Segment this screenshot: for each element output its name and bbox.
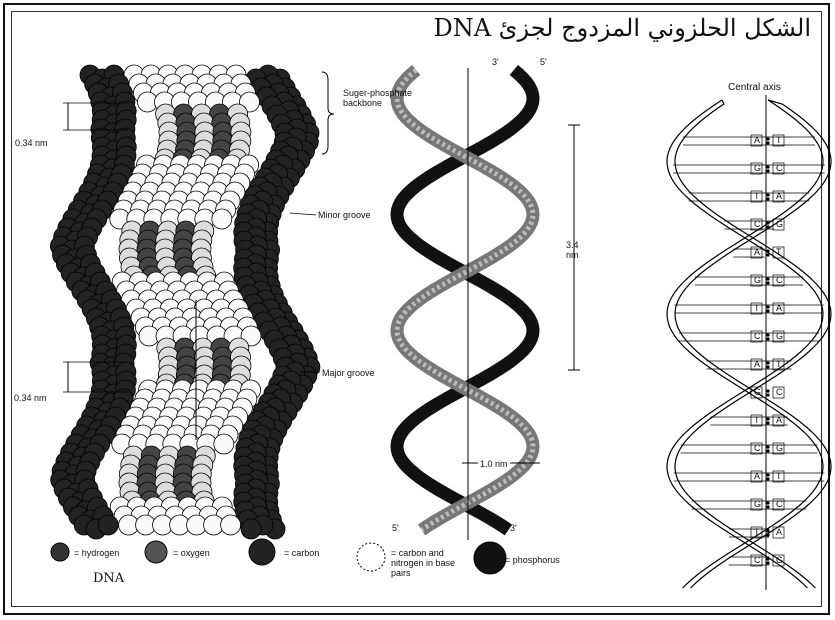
central-axis-label: Central axis bbox=[728, 83, 781, 93]
spacefill-atom bbox=[212, 209, 232, 229]
hydrogen-bond-dot bbox=[766, 393, 769, 396]
hydrogen-bond-dot bbox=[766, 449, 769, 452]
hydrogen-bond-dot bbox=[766, 221, 769, 224]
base-letter-left: C bbox=[754, 219, 761, 229]
base-letter-right: A bbox=[776, 415, 782, 425]
hydrogen-bond-dot bbox=[766, 225, 769, 228]
hydrogen-bond-dot bbox=[766, 505, 769, 508]
base-letter-left: A bbox=[754, 359, 760, 369]
legend-phosphorus-icon bbox=[474, 542, 506, 574]
base-letter-left: T bbox=[754, 191, 760, 201]
hydrogen-bond-dot bbox=[766, 193, 769, 196]
base-letter-right: G bbox=[776, 443, 783, 453]
hydrogen-bond-dot bbox=[766, 169, 769, 172]
legend-oxygen-icon bbox=[145, 541, 167, 563]
ribbon-bottom-left-end: 5' bbox=[392, 523, 399, 533]
hydrogen-bond-dot bbox=[766, 445, 769, 448]
nm-bottom-label: 0.34 nm bbox=[14, 393, 47, 403]
base-letter-right: C bbox=[776, 275, 783, 285]
hydrogen-bond-dot bbox=[766, 477, 769, 480]
nm-top-label: 0.34 nm bbox=[15, 138, 48, 148]
base-letter-right: T bbox=[776, 135, 782, 145]
base-letter-right: T bbox=[776, 471, 782, 481]
base-letter-left: G bbox=[754, 163, 761, 173]
hydrogen-bond-dot bbox=[766, 249, 769, 252]
base-letter-right: C bbox=[776, 499, 783, 509]
hydrogen-bond-dot bbox=[766, 501, 769, 504]
hydrogen-bond-dot bbox=[766, 557, 769, 560]
minor-groove-label: Minor groove bbox=[318, 210, 371, 220]
base-letter-left: T bbox=[754, 527, 760, 537]
backbone-label: Suger-phosphate backbone bbox=[343, 88, 413, 108]
legend-cn-icon bbox=[357, 543, 385, 571]
spacefill-atom bbox=[98, 515, 118, 535]
base-letter-left: T bbox=[754, 303, 760, 313]
hydrogen-bond-dot bbox=[766, 561, 769, 564]
hydrogen-bond-dot bbox=[766, 333, 769, 336]
hydrogen-bond-dot bbox=[766, 337, 769, 340]
base-letter-right: C bbox=[776, 163, 783, 173]
hydrogen-bond-dot bbox=[766, 277, 769, 280]
base-letter-right: A bbox=[776, 191, 782, 201]
ribbon-top-left-end: 3' bbox=[492, 57, 499, 67]
base-letter-left: T bbox=[754, 415, 760, 425]
hydrogen-bond-dot bbox=[766, 141, 769, 144]
hydrogen-bond-dot bbox=[766, 533, 769, 536]
backbone-brace bbox=[322, 72, 334, 154]
base-letter-right: G bbox=[776, 219, 783, 229]
hydrogen-bond-dot bbox=[766, 529, 769, 532]
base-letter-right: G bbox=[776, 331, 783, 341]
hydrogen-bond-dot bbox=[766, 389, 769, 392]
spacefill-atom bbox=[241, 519, 261, 539]
legend-hydrogen-text: = hydrogen bbox=[74, 548, 119, 558]
legend-oxygen-text: = oxygen bbox=[173, 548, 210, 558]
base-letter-left: C bbox=[754, 443, 761, 453]
legend-phosphorus-text: = phosphorus bbox=[505, 555, 560, 565]
base-letter-right: A bbox=[776, 527, 782, 537]
width-label: 1.0 nm bbox=[478, 459, 510, 469]
hydrogen-bond-dot bbox=[766, 421, 769, 424]
hydrogen-bond-dot bbox=[766, 253, 769, 256]
hydrogen-bond-dot bbox=[766, 361, 769, 364]
base-letter-left: G bbox=[754, 387, 761, 397]
hydrogen-bond-dot bbox=[766, 473, 769, 476]
hydrogen-bond-dot bbox=[766, 197, 769, 200]
hydrogen-bond-dot bbox=[766, 165, 769, 168]
base-letter-left: A bbox=[754, 247, 760, 257]
pitch-label: 3.4 nm bbox=[566, 240, 586, 260]
base-letter-left: A bbox=[754, 471, 760, 481]
base-letter-right: G bbox=[776, 555, 783, 565]
legend-hydrogen-icon bbox=[51, 543, 69, 561]
base-letter-right: C bbox=[776, 387, 783, 397]
ribbon-bottom-right-end: 3' bbox=[510, 523, 517, 533]
major-groove-label: Major groove bbox=[322, 368, 375, 378]
base-letter-left: C bbox=[754, 555, 761, 565]
hydrogen-bond-dot bbox=[766, 365, 769, 368]
base-letter-right: T bbox=[776, 247, 782, 257]
minor-groove-pointer bbox=[290, 213, 316, 215]
dna-caption: DNA bbox=[93, 571, 124, 586]
base-letter-left: G bbox=[754, 499, 761, 509]
spacefill-atom bbox=[214, 434, 234, 454]
base-letter-left: C bbox=[754, 331, 761, 341]
hydrogen-bond-dot bbox=[766, 417, 769, 420]
legend-cn-text: = carbon and nitrogen in base pairs bbox=[391, 548, 463, 578]
spacefill-atom bbox=[221, 515, 241, 535]
legend-carbon-icon bbox=[249, 539, 275, 565]
legend-carbon-text: = carbon bbox=[284, 548, 319, 558]
hydrogen-bond-dot bbox=[766, 305, 769, 308]
base-letter-right: A bbox=[776, 303, 782, 313]
ribbon-top-right-end: 5' bbox=[540, 57, 547, 67]
hydrogen-bond-dot bbox=[766, 281, 769, 284]
base-letter-left: A bbox=[754, 135, 760, 145]
hydrogen-bond-dot bbox=[766, 309, 769, 312]
base-letter-right: T bbox=[776, 359, 782, 369]
hydrogen-bond-dot bbox=[766, 137, 769, 140]
base-letter-left: G bbox=[754, 275, 761, 285]
